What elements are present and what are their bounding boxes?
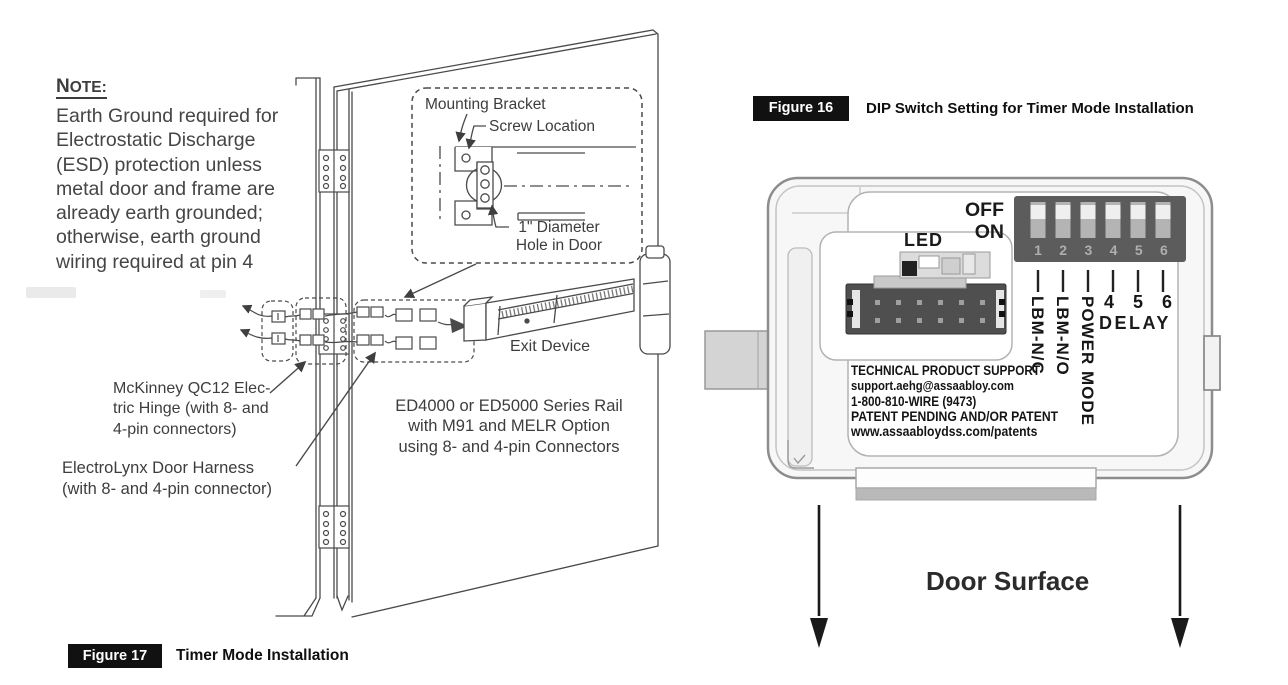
support-line: www.assaabloydss.com/patents [851,423,1038,440]
leader-arrows-art [269,351,376,467]
support-line: support.aehg@assaabloy.com [851,378,1014,394]
exit-device-label: Exit Device [510,338,591,355]
off-label: OFF [965,199,1004,221]
led-assembly [873,251,991,289]
dip-switch-block [1014,196,1186,262]
power-mode-label: POWER MODE [1078,296,1097,426]
delay-label: DELAY [1099,313,1171,333]
note-text: Earth Ground required for Electrostatic … [56,105,279,273]
support-line: 1-800-810-WIRE (9473) [851,393,977,409]
hinges-art [318,149,350,549]
screw-location-label: Screw Location [489,118,595,135]
on-label: ON [974,221,1004,243]
lbm-no-label: LBM-N/O [1053,296,1072,376]
note-heading: NOTE: [56,76,107,99]
scan-artifact [200,290,226,298]
scan-artifact [26,287,76,298]
note-heading-initial: N [56,76,70,97]
door-surface-label: Door Surface [926,566,1090,596]
header-connector [845,283,1007,335]
electrolynx-label: ElectroLynx Door Harness (with 8- and 4-… [62,459,273,498]
dip-switch-numbers: 1 2 3 4 5 6 [1034,242,1168,258]
hole-diameter-label: 1" Diameter Hole in Door [515,219,603,254]
rail-description: ED4000 or ED5000 Series Rail with M91 an… [395,397,623,456]
figure17-title: Timer Mode Installation [176,647,349,664]
support-line: PATENT PENDING AND/OR PATENT [851,407,1059,424]
note-heading-rest: OTE: [69,79,107,96]
door-surface-arrows [810,505,1189,648]
mounting-bracket-label: Mounting Bracket [425,96,546,113]
figure16-title: DIP Switch Setting for Timer Mode Instal… [866,100,1194,117]
dip-module-art [704,176,1221,648]
figure17-tag: Figure 17 [68,644,162,668]
exit-device-art [450,245,671,355]
figure16-tag: Figure 16 [753,96,849,121]
support-line: TECHNICAL PRODUCT SUPPORT [851,363,1041,378]
delay-numbers: 4 5 6 [1103,292,1172,312]
led-label: LED [904,230,943,250]
lbm-nc-label: LBM-N/C [1028,296,1047,375]
bracket-detail-art [403,87,643,298]
mckinney-label: McKinney QC12 Elec- tric Hinge (with 8- … [113,380,271,438]
support-text-block: TECHNICAL PRODUCT SUPPORT support.aehg@a… [851,363,1089,439]
connectors-art [239,304,459,350]
